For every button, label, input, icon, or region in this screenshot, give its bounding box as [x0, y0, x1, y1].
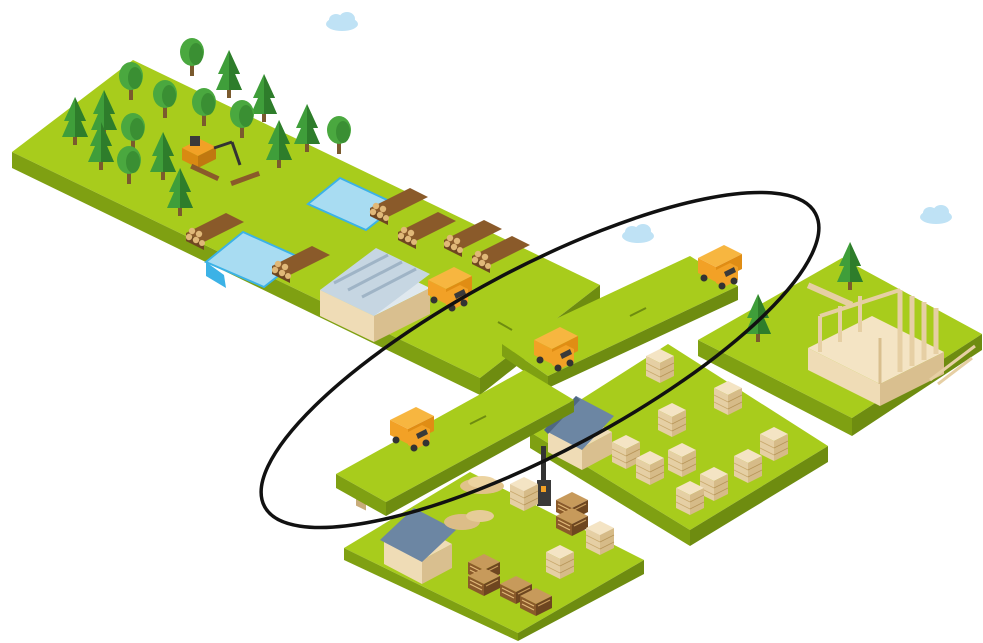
cloud-icon — [622, 224, 654, 243]
cloud-icon — [326, 12, 358, 31]
cloud-icon — [920, 205, 952, 224]
